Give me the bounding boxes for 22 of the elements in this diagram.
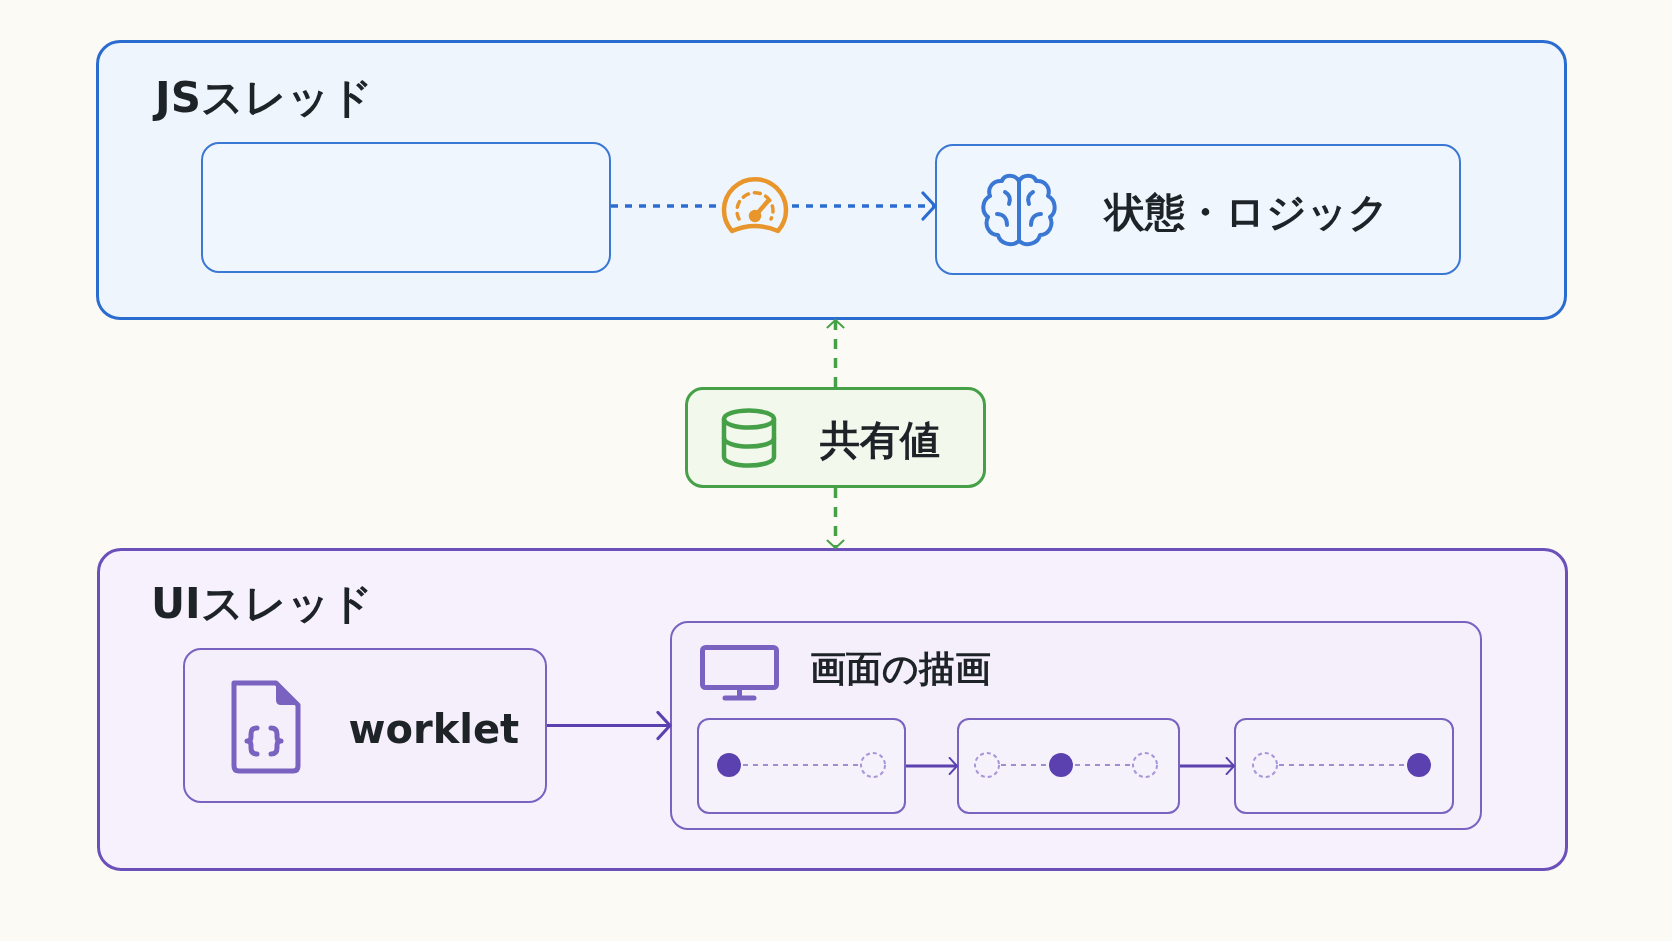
box-label: 状態・ロジック xyxy=(1104,187,1389,236)
dashed-line xyxy=(611,204,718,208)
frame-box xyxy=(696,717,906,814)
panel-title: 画面の描画 xyxy=(809,646,991,691)
arrow xyxy=(906,756,958,776)
dashed-arrow xyxy=(826,319,845,387)
frame-box xyxy=(956,717,1180,814)
box-label: 共有値 xyxy=(820,416,940,464)
panel-title: UIスレッド xyxy=(151,578,373,630)
process-box xyxy=(685,387,986,488)
arrow xyxy=(547,710,672,741)
thread-panel xyxy=(97,548,1568,871)
frame-box xyxy=(1233,717,1454,814)
process-box xyxy=(201,142,611,273)
process-box xyxy=(183,648,547,803)
dashed-arrow xyxy=(826,488,845,549)
box-label: worklet xyxy=(348,704,520,753)
group-panel xyxy=(670,621,1482,830)
process-box xyxy=(935,144,1461,275)
dashed-arrow xyxy=(792,191,937,221)
thread-panel xyxy=(96,40,1567,320)
arrow xyxy=(1180,756,1235,776)
